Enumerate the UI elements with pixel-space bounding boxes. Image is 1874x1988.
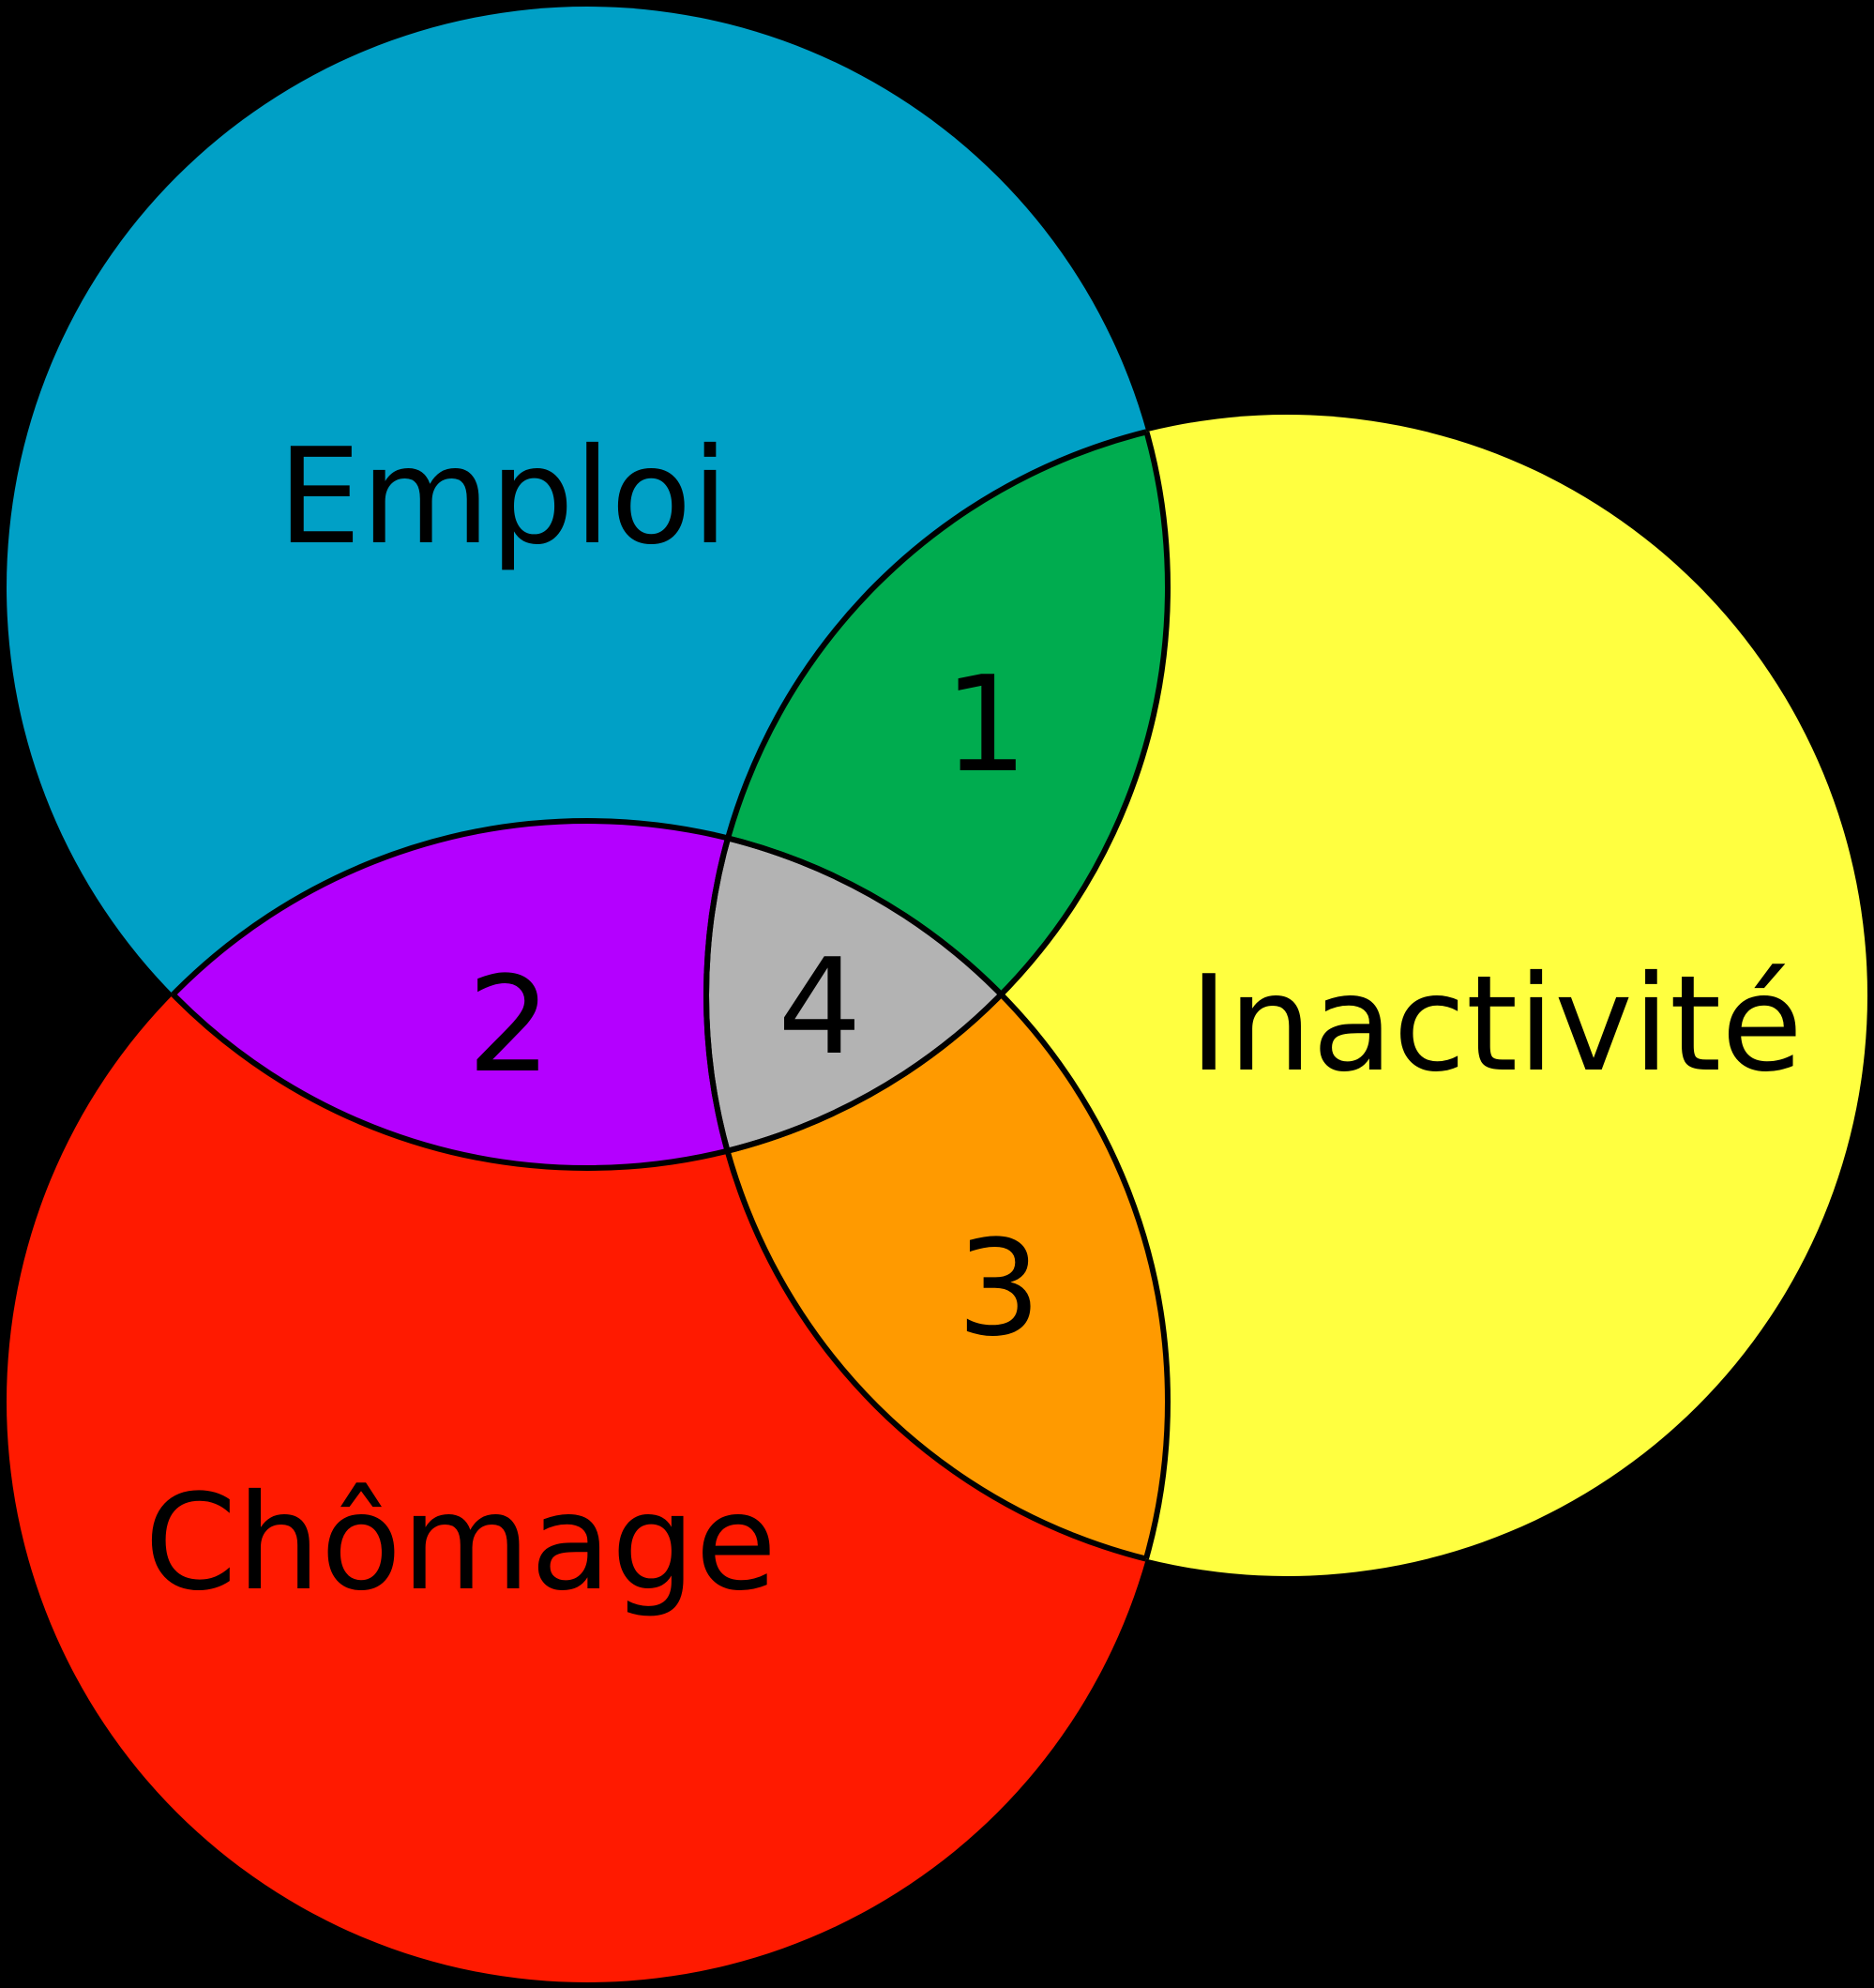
label-chomage: Chômage	[144, 1466, 777, 1620]
label-region-3: 3	[957, 1212, 1041, 1366]
outline-emploi-in-inactivite	[706, 415, 1171, 1171]
label-region-1: 1	[944, 648, 1028, 802]
region-3-chomage-inactivite	[706, 821, 1168, 1576]
label-region-2: 2	[467, 948, 552, 1102]
label-inactivite: Inactivité	[1189, 948, 1803, 1101]
label-region-4: 4	[778, 931, 862, 1085]
outline-inactivite-in-chomage	[703, 821, 1168, 1579]
outline-chomage-in-emploi	[7, 818, 1168, 1168]
outline-chomage-in-inactivite	[706, 818, 1171, 1576]
region-1-emploi-inactivite	[706, 415, 1168, 1168]
outline-emploi-in-chomage	[7, 821, 1168, 1171]
label-emploi: Emploi	[278, 420, 729, 574]
